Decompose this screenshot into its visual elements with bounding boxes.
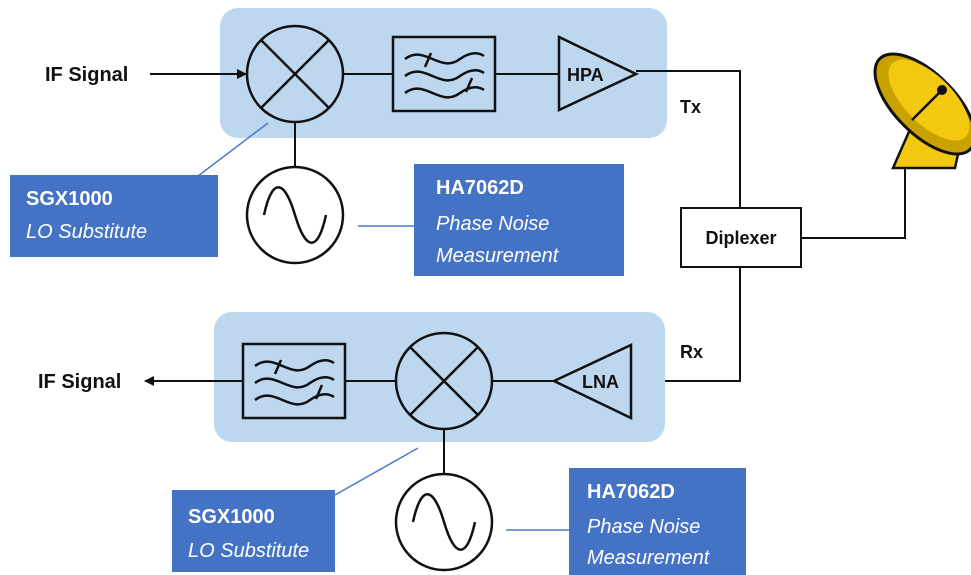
rx-path-line: [631, 267, 741, 382]
lna-amplifier-icon: [551, 343, 633, 420]
antenna-feed-line: [801, 160, 906, 239]
rx-output-label: IF Signal: [38, 371, 121, 393]
rx-lo-callout: [172, 490, 335, 572]
tx-pn-callout-line1: Phase Noise: [436, 213, 549, 235]
rx-path-label: Rx: [680, 342, 703, 362]
tx-path-label: Tx: [680, 97, 701, 117]
diplexer-label: Diplexer: [705, 228, 776, 248]
rx-lo-callout-title: SGX1000: [188, 506, 275, 528]
rx-pn-callout-line2: Measurement: [587, 547, 711, 569]
lna-label: LNA: [582, 372, 619, 392]
rx-pn-callout-title: HA7062D: [587, 481, 675, 503]
hpa-amplifier-icon: [557, 35, 639, 112]
rx-lo-callout-subtitle: LO Substitute: [188, 540, 309, 562]
tx-input-label: IF Signal: [45, 64, 128, 86]
rx-pn-callout-line1: Phase Noise: [587, 516, 700, 538]
tx-oscillator-icon: [245, 165, 345, 265]
tx-lo-callout-subtitle: LO Substitute: [26, 221, 147, 243]
tx-bandpass-filter-icon: [391, 35, 497, 113]
tx-path-line: [636, 70, 741, 208]
tx-pn-callout-line2: Measurement: [436, 245, 560, 267]
tx-lo-callout: [10, 175, 218, 257]
satellite-dish-icon: [873, 52, 971, 170]
tx-pn-callout-title: HA7062D: [436, 177, 524, 199]
hpa-label: HPA: [567, 65, 604, 85]
tx-lo-callout-title: SGX1000: [26, 188, 113, 210]
rx-lo-leader-line: [334, 447, 419, 496]
tx-pn-callout: [414, 164, 624, 276]
rx-oscillator-icon: [394, 472, 494, 572]
tx-lo-leader-line: [197, 122, 269, 177]
rx-pn-callout: [569, 468, 746, 575]
